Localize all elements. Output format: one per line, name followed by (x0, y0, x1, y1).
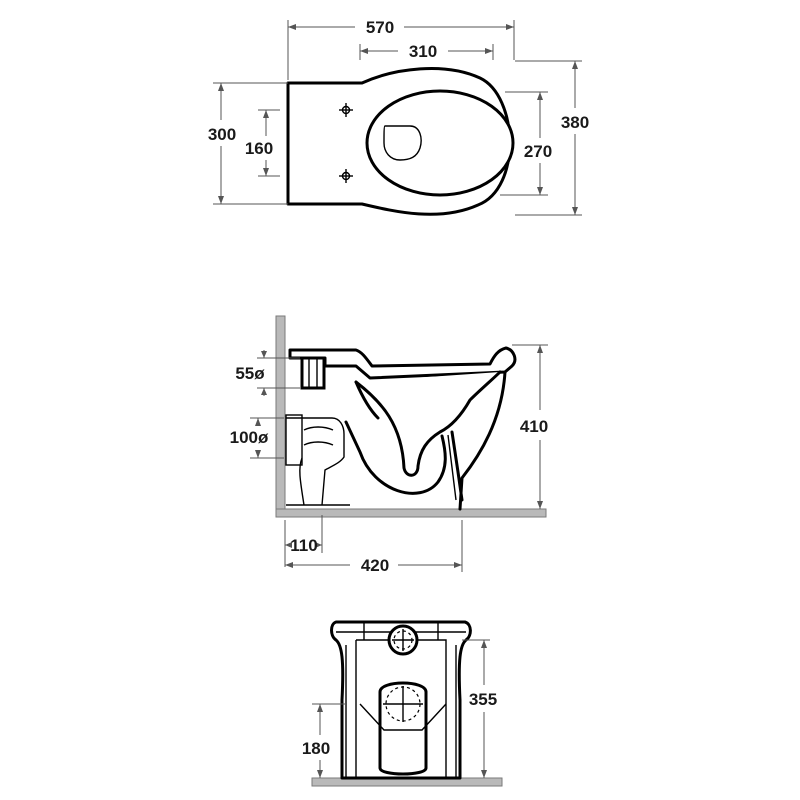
label-180: 180 (302, 739, 330, 758)
dimension-55 (257, 350, 300, 396)
dimension-310 (359, 44, 494, 60)
dimension-355 (462, 639, 490, 778)
label-300: 300 (208, 125, 236, 144)
floor (275, 508, 547, 518)
outlet-pipe (286, 417, 350, 506)
label-570: 570 (366, 18, 394, 37)
dimension-180 (312, 703, 346, 778)
bowl-rim (288, 346, 517, 380)
label-100: 100ø (230, 428, 269, 447)
fixing-hole-top (339, 103, 353, 117)
label-380: 380 (561, 113, 589, 132)
back-view: 355 180 (302, 620, 503, 787)
dimension-380 (515, 60, 582, 216)
inlet-connector (300, 356, 326, 390)
label-420: 420 (361, 556, 389, 575)
top-view: 570 310 300 16 (208, 18, 589, 216)
pedestal-front (450, 370, 507, 511)
label-160: 160 (245, 139, 273, 158)
fixing-hole-bottom (339, 169, 353, 183)
seat-outline (383, 125, 422, 161)
dimension-300 (213, 82, 288, 205)
label-270: 270 (524, 142, 552, 161)
inlet-opening (387, 624, 419, 656)
label-110: 110 (290, 536, 317, 555)
bowl-opening (365, 89, 515, 197)
outlet-connector (285, 414, 303, 466)
label-355: 355 (469, 690, 497, 709)
wall (275, 315, 286, 517)
label-410: 410 (520, 417, 548, 436)
dimension-270 (500, 91, 548, 196)
back-panel (355, 622, 447, 778)
dimension-570 (287, 20, 515, 80)
outlet-opening (359, 681, 447, 776)
label-310: 310 (409, 42, 437, 61)
dimension-100 (250, 417, 284, 459)
side-view: 55ø 100ø 410 110 (230, 315, 548, 575)
bowl-trap (344, 370, 502, 495)
dimension-410 (512, 344, 548, 509)
dimension-110 (284, 515, 323, 567)
dimension-420 (285, 520, 463, 572)
label-55: 55ø (235, 364, 265, 383)
dimension-160 (258, 109, 280, 177)
